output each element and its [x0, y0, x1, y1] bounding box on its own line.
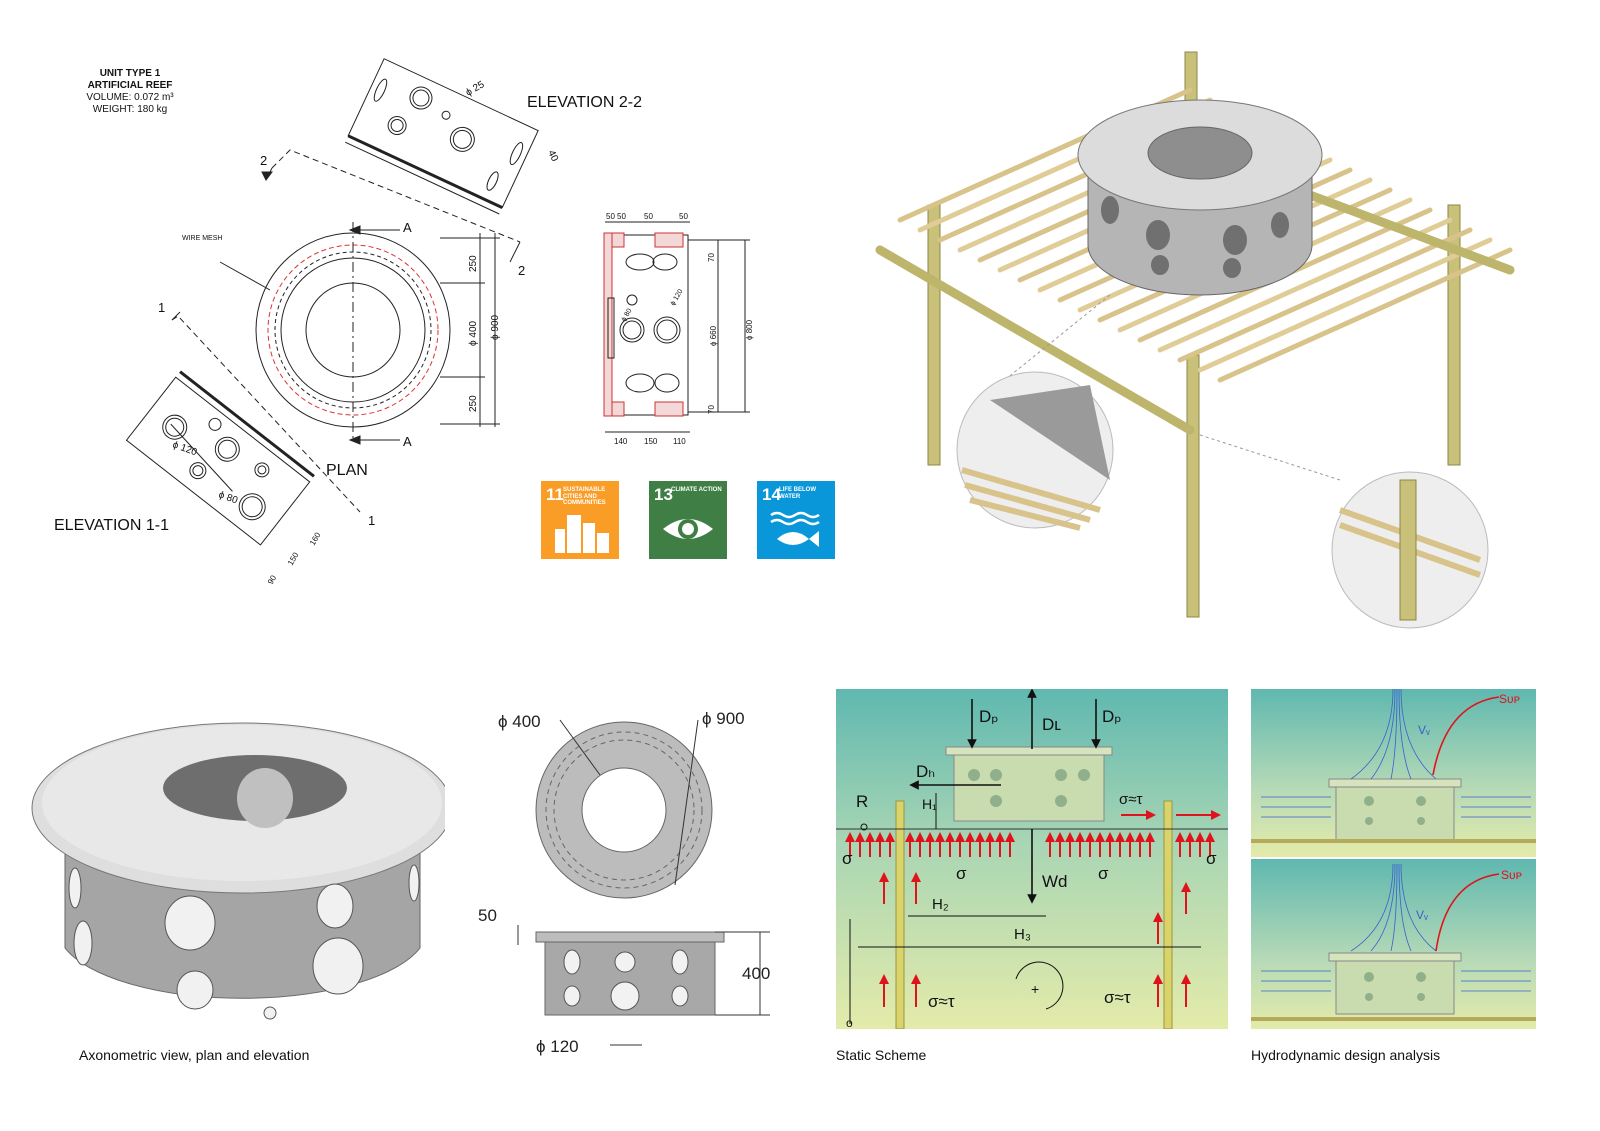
reaction-r: R: [856, 792, 868, 811]
section-dim-110: 110: [673, 437, 686, 446]
load-dp-right: Dₚ: [1102, 707, 1122, 726]
dim-250a: 250: [468, 255, 479, 272]
wire-mesh-label: WIRE MESH: [182, 235, 222, 242]
unit-volume: VOLUME: 0.072 m³: [86, 92, 174, 103]
sdg-11-icon: 11 SUSTAINABLE CITIES AND COMMUNITIES: [541, 481, 619, 559]
hydro-panel-bottom: [1251, 859, 1536, 1029]
axonometric-render: [31, 722, 445, 1020]
sdg-14-icon: 14 LIFE BELOW WATER: [757, 481, 835, 559]
stress-sigma-right: σ: [1206, 849, 1217, 868]
uplift-arrows: [845, 810, 1221, 1007]
stress-sigma-tau-top: σ≈τ: [1119, 791, 1142, 808]
hydro-vv-top: Vᵥ: [1418, 723, 1430, 737]
axo-dim-h50: 50: [478, 906, 497, 925]
section-1-bottom: 1: [368, 513, 375, 528]
plan-and-elevation-render: ϕ 400 ϕ 900 50 400 ϕ 120: [478, 709, 770, 1056]
section-dim-800: ϕ 800: [745, 319, 754, 340]
stress-sigma-mid-right: σ: [1098, 864, 1109, 883]
section-2-bottom: 2: [518, 263, 525, 278]
elevation-view-render: [517, 925, 770, 1046]
dim-400: ϕ 400: [468, 320, 479, 346]
bamboo-platform-render: [875, 51, 1515, 629]
section-drawing: [603, 221, 750, 433]
weight-wd: Wd: [1042, 872, 1068, 891]
hydro-vv-bottom: Vᵥ: [1416, 908, 1428, 922]
section-line-2: [271, 149, 521, 243]
unit-weight: WEIGHT: 180 kg: [92, 104, 168, 115]
hydro-sup-bottom: Sᴜᴘ: [1501, 868, 1522, 882]
dim-250b: 250: [468, 395, 479, 412]
static-scheme: Dₚ Dʟ Dₚ Dₕ R H₁ σ≈τ σ σ Wd σ σ H₂ H₃ + …: [836, 689, 1228, 1029]
dim-900: ϕ 900: [490, 314, 501, 340]
load-dp-left: Dₚ: [979, 707, 999, 726]
section-dim-660: ϕ 660: [709, 325, 718, 346]
dim-160: 160: [308, 530, 323, 547]
stress-sigma-tau-bottom-right: σ≈τ: [1104, 988, 1131, 1007]
sdg-13-icon: 13 CLIMATE ACTION: [649, 481, 727, 559]
caption-static-scheme: Static Scheme: [836, 1047, 927, 1063]
height-h1: H₁: [922, 796, 937, 812]
section-1-top: 1: [158, 300, 165, 315]
plan-drawing: [219, 222, 500, 445]
hydrodynamic-analysis: Sᴜᴘ Vᵥ Sᴜᴘ Vᵥ: [1251, 689, 1536, 1029]
stress-sigma-tau-bottom-left: σ≈τ: [928, 992, 955, 1011]
reef-module-render: [1077, 99, 1323, 296]
unit-type: UNIT TYPE 1: [99, 68, 161, 79]
section-dim-150: 150: [644, 437, 658, 446]
section-dim-70a: 70: [707, 253, 716, 262]
technical-drawing: ELEVATION 2-2 ELEVATION 1-1 PLAN WIRE ME…: [54, 58, 754, 586]
section-2-top: 2: [260, 153, 267, 168]
elevation-1-1-title: ELEVATION 1-1: [54, 517, 169, 534]
section-a-top: A: [403, 220, 412, 235]
eye-globe-icon: [663, 519, 713, 539]
caption-axonometric: Axonometric view, plan and elevation: [79, 1047, 310, 1063]
plan-view-render: [535, 719, 713, 899]
section-dim-50c: 50: [644, 212, 653, 221]
section-dim-140: 140: [614, 437, 628, 446]
section-a-bottom: A: [403, 434, 412, 449]
height-h3: H₃: [1014, 926, 1031, 943]
section-dim-50a: 50: [606, 212, 615, 221]
dim-150: 150: [286, 550, 301, 567]
height-h2: H₂: [932, 896, 949, 913]
plan-title: PLAN: [326, 462, 368, 479]
axo-dim-d120: ϕ 120: [536, 1037, 579, 1056]
hydro-sup-top: Sᴜᴘ: [1499, 692, 1520, 706]
load-arrows: [909, 689, 1101, 904]
unit-kind: ARTIFICIAL REEF: [87, 80, 173, 91]
load-dh: Dₕ: [916, 762, 935, 781]
unit-info: UNIT TYPE 1 ARTIFICIAL REEF VOLUME: 0.07…: [70, 68, 190, 116]
stress-sigma-mid-left: σ: [956, 864, 967, 883]
dim-40: 40: [545, 149, 560, 164]
elevation-1-1-drawing: [125, 370, 315, 546]
elevation-2-2-drawing: [345, 58, 539, 215]
dim-d25: ϕ 25: [464, 79, 487, 98]
caption-hydrodynamic: Hydrodynamic design analysis: [1251, 1047, 1441, 1063]
section-dim-70b: 70: [707, 405, 716, 414]
section-dim-50b: 50: [617, 212, 626, 221]
elevation-2-2-title: ELEVATION 2-2: [527, 94, 642, 111]
detail-callout-right: [1331, 471, 1489, 629]
axo-dim-d900: ϕ 900: [702, 709, 745, 728]
city-icon: [555, 515, 609, 553]
dim-90: 90: [266, 573, 279, 586]
section-dim-50d: 50: [679, 212, 688, 221]
origin-o: o: [846, 1016, 853, 1029]
stress-sigma-left: σ: [842, 849, 853, 868]
moment-plus: +: [1031, 981, 1039, 997]
axo-dim-h400: 400: [742, 964, 770, 983]
load-dl: Dʟ: [1042, 715, 1061, 734]
detail-callout-left: [956, 371, 1114, 531]
fish-icon: [770, 511, 820, 547]
axo-dim-d400: ϕ 400: [498, 712, 541, 731]
hydro-panel-top: [1251, 689, 1536, 857]
